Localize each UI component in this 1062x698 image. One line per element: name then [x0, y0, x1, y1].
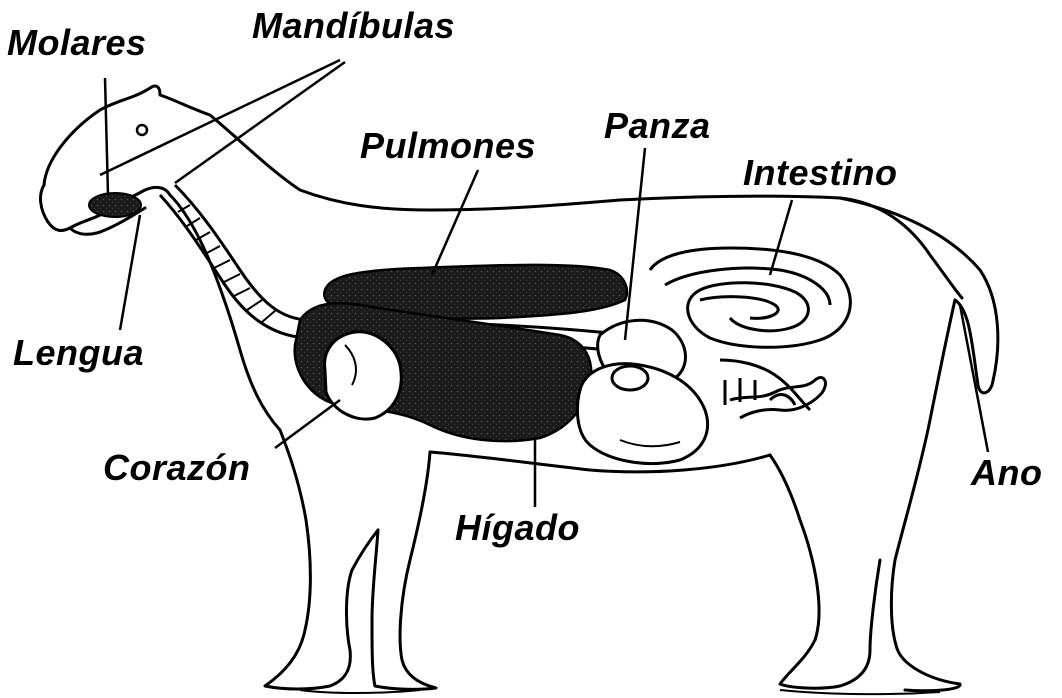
leader-molares	[105, 78, 108, 195]
leader-lengua	[120, 215, 140, 330]
label-molares: Molares	[7, 25, 147, 61]
leader-corazon	[275, 400, 340, 448]
label-lengua: Lengua	[13, 335, 144, 371]
label-higado: Hígado	[455, 510, 580, 546]
rumen-shape	[577, 320, 707, 463]
leader-intestino	[770, 200, 792, 275]
label-ano: Ano	[971, 455, 1042, 491]
heart-shape	[325, 332, 402, 419]
leader-ano	[960, 305, 988, 452]
leader-mandibulas-2	[175, 62, 345, 183]
molars-shape	[89, 193, 141, 217]
leader-panza	[625, 148, 645, 340]
label-corazon: Corazón	[103, 450, 251, 486]
label-panza: Panza	[604, 108, 711, 144]
eye-mark	[137, 125, 147, 135]
leader-mandibulas-1	[100, 60, 340, 175]
label-pulmones: Pulmones	[360, 128, 536, 164]
leader-pulmones	[432, 170, 478, 275]
label-mandibulas: Mandíbulas	[252, 8, 455, 44]
label-intestino: Intestino	[743, 155, 898, 191]
ground-marks	[300, 690, 940, 694]
